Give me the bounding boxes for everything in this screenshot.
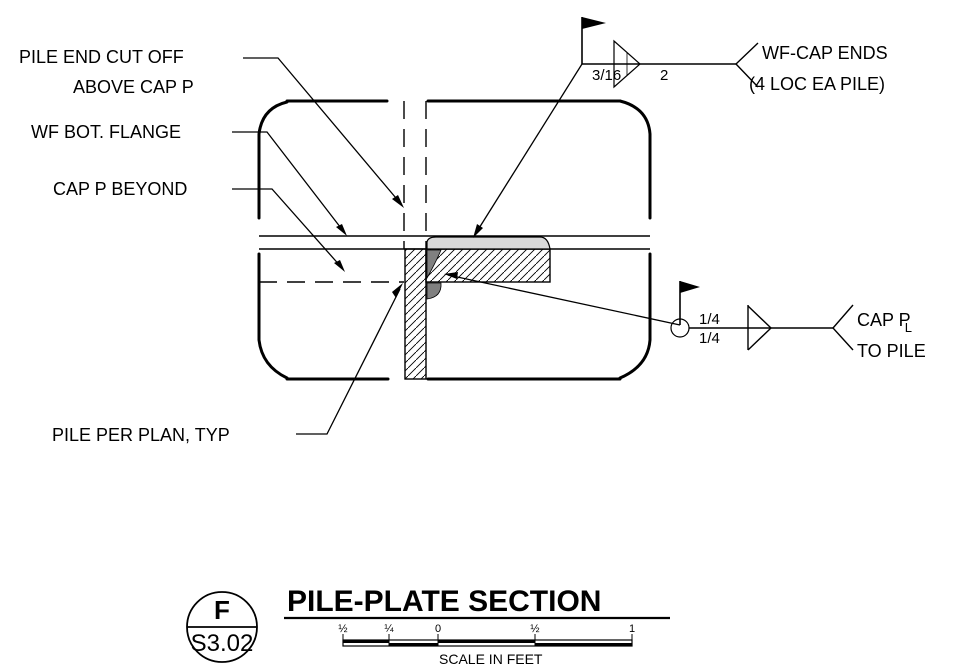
pile-web-section	[404, 248, 427, 380]
callout-pile-end-line2: ABOVE CAP P	[73, 77, 194, 97]
detail-id: F	[214, 595, 230, 625]
weld-top-length: 2	[660, 67, 668, 84]
drawing-title: PILE-PLATE SECTION	[287, 585, 601, 618]
scale-tick-label: ¼	[384, 623, 394, 635]
scale-tick-label: ½	[338, 623, 347, 635]
bottom-block-outline	[257, 252, 652, 381]
cap-plate-section	[425, 248, 551, 283]
leader-arrowheads	[334, 195, 483, 298]
scale-bar: ½ ¼ 0 ½ 1 SCALE IN FEET	[338, 623, 635, 667]
callout-pile-per-plan: PILE PER PLAN, TYP	[52, 425, 230, 445]
weld-bottom-note-line1: CAP PL	[857, 310, 912, 335]
weld-symbol-cap-pile	[670, 281, 854, 351]
weld-tail-icon	[832, 304, 854, 351]
scale-tick-label: 0	[435, 623, 441, 635]
weld-bottom-note-line2: TO PILE	[857, 341, 926, 361]
top-block-outline	[257, 99, 652, 220]
scale-tick-label: ½	[530, 623, 539, 635]
callout-wf-bot-flange: WF BOT. FLANGE	[31, 122, 181, 142]
field-weld-flag-icon	[582, 17, 606, 29]
pile-web-above-dashed	[403, 101, 427, 249]
fillet-weld-upper	[426, 249, 442, 280]
weld-tail-icon	[735, 42, 759, 88]
scale-label: SCALE IN FEET	[439, 651, 543, 667]
weld-top-size: 3/16	[592, 67, 621, 84]
weld-bottom-size-top: 1/4	[699, 311, 720, 328]
weld-top-note-line2: (4 LOC EA PILE)	[749, 74, 885, 94]
scale-tick-label: 1	[629, 623, 635, 635]
field-weld-flag-icon	[680, 281, 700, 293]
staggered-fillet-weld-icon	[613, 39, 641, 89]
leaders	[232, 57, 681, 435]
wf-cap-weld-bead	[426, 236, 551, 250]
detail-bubble: F S3.02	[186, 591, 258, 663]
weld-symbol-wf-cap	[581, 17, 759, 89]
weld-bottom-size-bottom: 1/4	[699, 330, 720, 347]
fillet-weld-lower	[426, 282, 442, 300]
sheet-number: S3.02	[191, 630, 254, 657]
weld-top-note-line1: WF-CAP ENDS	[762, 43, 888, 63]
callout-cap-p-beyond: CAP P BEYOND	[53, 179, 187, 199]
callout-pile-end-line1: PILE END CUT OFF	[19, 47, 184, 67]
